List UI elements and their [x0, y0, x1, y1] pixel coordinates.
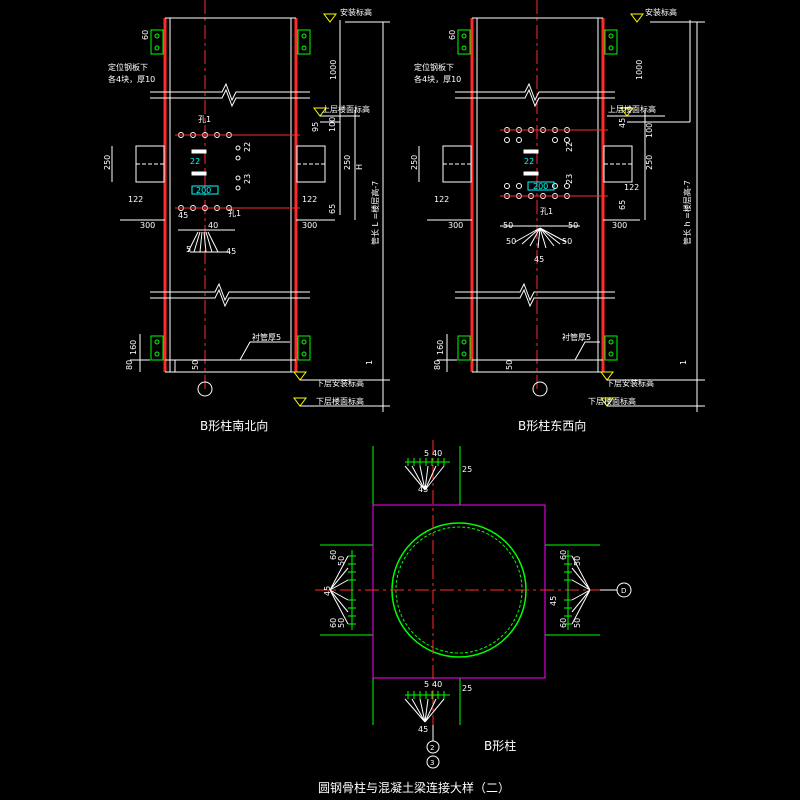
- right-view-title: B形柱东西向: [518, 418, 586, 433]
- plan-labels: 5 40 25 45 5 40 25 45 45 50 50 60 60 45 …: [323, 449, 626, 767]
- right-dim-250a: 250: [645, 155, 654, 170]
- left-dim-40: 40: [208, 221, 218, 230]
- plan-dim-5a: 5: [424, 449, 429, 458]
- plan-label: B形柱: [484, 738, 516, 753]
- left-note-1: 定位钢板下: [108, 62, 148, 72]
- right-dim-122a: 122: [434, 195, 449, 204]
- right-dim-50d: 50: [562, 237, 572, 246]
- plan-dim-25b: 25: [462, 684, 472, 693]
- plan-dim-60d: 60: [559, 618, 568, 628]
- plan-dim-50a: 50: [337, 556, 346, 566]
- left-elevation: [111, 0, 390, 412]
- left-note-2: 各4块，厚10: [108, 74, 155, 84]
- left-dim-65: 65: [328, 204, 337, 214]
- plan-dim-40a: 40: [432, 449, 442, 458]
- plan-dim-45c: 45: [323, 586, 332, 596]
- left-dim-45b: 45: [226, 247, 236, 256]
- left-dim-22a: 22: [190, 157, 200, 166]
- left-dim-160: 160: [129, 340, 138, 355]
- left-dim-1000: 1000: [329, 60, 338, 80]
- right-dim-200: 200: [533, 182, 548, 191]
- left-dim-5: 5: [186, 245, 191, 254]
- plan-dim-45d: 45: [549, 596, 558, 606]
- right-dim-23: 23: [565, 174, 574, 184]
- plan-dim-50d: 50: [573, 618, 582, 628]
- drawing-title: 圆钢骨柱与混凝土梁连接大样（二）: [318, 780, 510, 795]
- right-dim-45b: 45: [534, 255, 544, 264]
- left-dim-95: 95: [311, 122, 320, 132]
- right-dim-50: 50: [505, 360, 514, 370]
- right-dim-50b: 50: [568, 221, 578, 230]
- right-dim-22b: 22: [565, 142, 574, 152]
- left-dim-45a: 45: [178, 211, 188, 220]
- left-view-title: B形柱南北向: [200, 418, 268, 433]
- plan-dim-45b: 45: [418, 725, 428, 734]
- left-dim-1: 1: [365, 360, 374, 365]
- left-tube-len: 管长 L =楼层高-7: [370, 181, 380, 245]
- right-lower-install: 下层安装标高: [606, 378, 654, 388]
- left-lining: 衬管厚5: [252, 332, 281, 342]
- right-dim-122b: 122: [624, 183, 639, 192]
- right-hole-bottom: 孔1: [540, 207, 553, 216]
- axis-3-label: 3: [430, 759, 434, 767]
- right-lining: 衬管厚5: [562, 332, 591, 342]
- left-elevation-labels: 安装标高 定位钢板下 各4块，厚10 上层楼面标高 孔1 孔1 衬管厚5 下层安…: [103, 7, 380, 406]
- plan-view: [315, 440, 632, 769]
- right-dim-50c: 50: [506, 237, 516, 246]
- left-dim-23: 23: [243, 174, 252, 184]
- plan-dim-40b: 40: [432, 680, 442, 689]
- right-elevation-labels: 安装标高 定位钢板下 各4块，厚10 上层楼面标高 孔1 衬管厚5 下层安装标高…: [410, 7, 692, 406]
- plan-dim-25a: 25: [462, 465, 472, 474]
- plan-dim-60c: 60: [559, 550, 568, 560]
- right-dim-1: 1: [679, 360, 688, 365]
- right-elevation: [418, 0, 705, 412]
- right-dim-250b: 250: [410, 155, 419, 170]
- right-lower-floor: 下层楼面标高: [588, 396, 636, 406]
- left-dim-200: 200: [196, 186, 211, 195]
- plan-dim-60b: 60: [329, 618, 338, 628]
- plan-dim-50c: 50: [573, 556, 582, 566]
- axis-d-label: D: [621, 587, 626, 595]
- left-dim-H: H: [355, 164, 364, 170]
- left-dim-80: 80: [125, 360, 134, 370]
- right-upper-floor: 上层楼面标高: [608, 104, 656, 114]
- left-hole-bottom: 孔1: [228, 209, 241, 218]
- axis-2-label: 2: [430, 744, 434, 752]
- left-dim-250: 250: [343, 155, 352, 170]
- right-dim-22a: 22: [524, 157, 534, 166]
- left-dim-300a: 300: [140, 221, 155, 230]
- left-dim-60: 60: [141, 30, 150, 40]
- left-lower-floor: 下层楼面标高: [316, 396, 364, 406]
- right-dim-65: 65: [618, 200, 627, 210]
- left-dim-100: 100: [328, 117, 337, 132]
- left-dim-50: 50: [191, 360, 200, 370]
- left-dim-250b: 250: [103, 155, 112, 170]
- plan-dim-50b: 50: [337, 618, 346, 628]
- left-dim-300b: 300: [302, 221, 317, 230]
- plan-dim-5b: 5: [424, 680, 429, 689]
- right-dim-1000: 1000: [635, 60, 644, 80]
- right-dim-300a: 300: [448, 221, 463, 230]
- left-lower-install: 下层安装标高: [316, 378, 364, 388]
- right-dim-80: 80: [433, 360, 442, 370]
- right-dim-60: 60: [448, 30, 457, 40]
- right-top-elev: 安装标高: [645, 7, 677, 17]
- left-top-elev: 安装标高: [340, 7, 372, 17]
- right-dim-45: 45: [618, 118, 627, 128]
- right-dim-300b: 300: [612, 221, 627, 230]
- right-note-2: 各4块，厚10: [414, 74, 461, 84]
- right-dim-50a: 50: [503, 221, 513, 230]
- right-tube-len: 管长 h =楼层高-7: [682, 180, 692, 245]
- plan-dim-45a: 45: [418, 485, 428, 494]
- left-dim-122a: 122: [128, 195, 143, 204]
- left-hole-top: 孔1: [198, 115, 211, 124]
- right-note-1: 定位钢板下: [414, 62, 454, 72]
- right-dim-160: 160: [436, 340, 445, 355]
- left-dim-22b: 22: [243, 142, 252, 152]
- left-upper-floor: 上层楼面标高: [322, 104, 370, 114]
- right-dim-100: 100: [645, 123, 654, 138]
- plan-dim-60a: 60: [329, 550, 338, 560]
- left-dim-122b: 122: [302, 195, 317, 204]
